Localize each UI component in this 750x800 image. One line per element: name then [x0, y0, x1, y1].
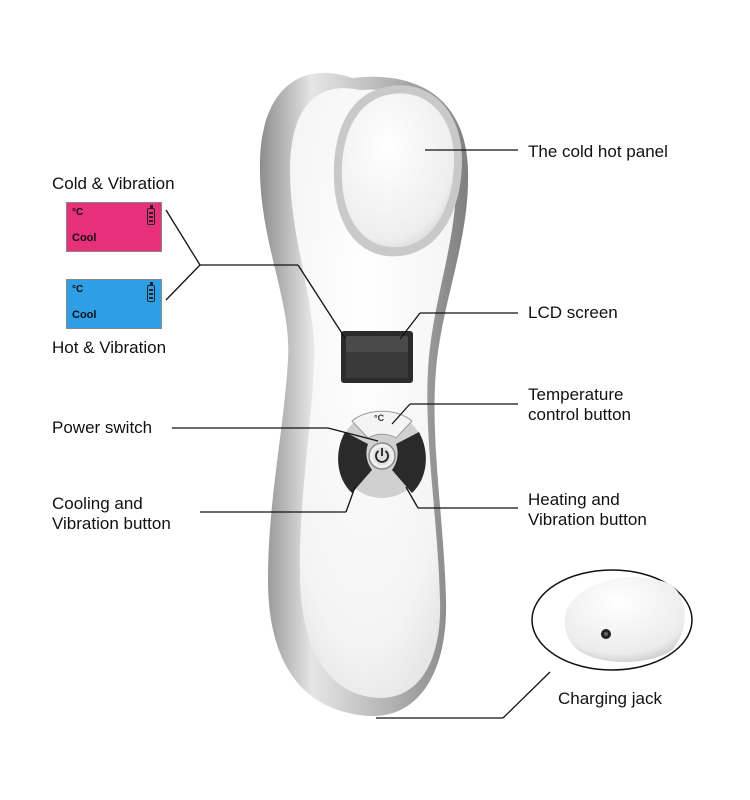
- heating-vibration-button-shape: [392, 432, 426, 493]
- battery-icon: [147, 282, 155, 302]
- label-cold-vibration: Cold & Vibration: [52, 174, 175, 193]
- cooling-vibration-button-shape: [338, 432, 372, 493]
- charging-jack-closeup: [564, 576, 685, 662]
- lcd-mode-text: Cool: [72, 232, 97, 244]
- label-power-switch: Power switch: [52, 418, 153, 437]
- lcd-unit-icon: °C: [72, 207, 84, 218]
- label-lcd-screen: LCD screen: [528, 303, 618, 322]
- label-temperature-control-button: Temperature control button: [528, 385, 632, 424]
- label-cold-hot-panel: The cold hot panel: [528, 142, 668, 161]
- label-hot-vibration: Hot & Vibration: [52, 338, 167, 357]
- lcd-sample-hot: °C Cool: [66, 279, 162, 329]
- lcd-mode-text: Cool: [72, 309, 97, 321]
- lcd-unit-icon: °C: [72, 284, 84, 295]
- temperature-button-symbol: °C: [374, 413, 385, 423]
- label-cooling-vibration-button: Cooling and Vibration button: [52, 494, 171, 533]
- battery-icon: [147, 205, 155, 225]
- label-heating-vibration-button: Heating and Vibration button: [528, 490, 647, 529]
- button-cluster: [338, 410, 426, 498]
- label-charging-jack: Charging jack: [558, 689, 662, 708]
- leader-lines: [165, 149, 551, 719]
- power-icon: [375, 450, 389, 463]
- lcd-sample-cold: °C Cool: [66, 202, 162, 252]
